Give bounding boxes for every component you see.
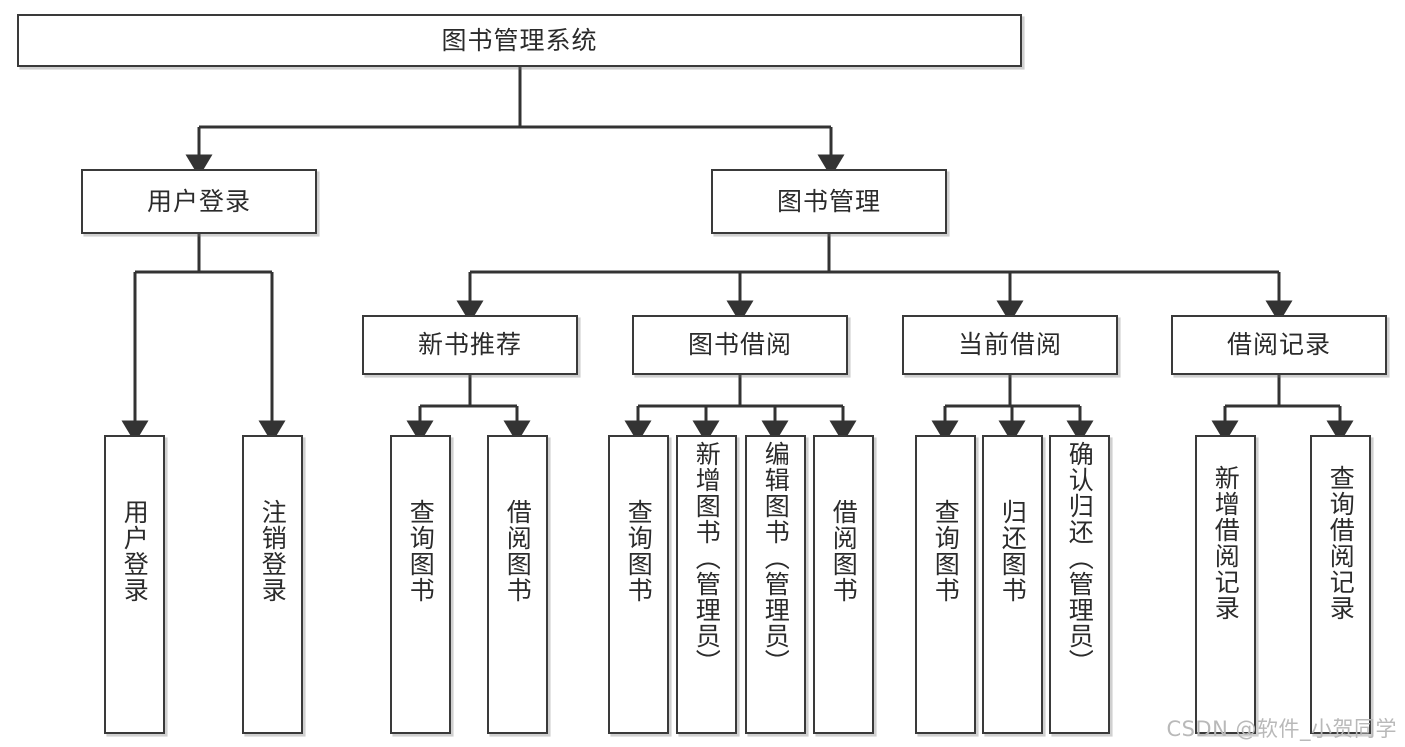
leaf-query-borrow-record[interactable]: 查询借阅记录 [1310,435,1371,734]
node-current-borrow-label: 当前借阅 [957,330,1062,360]
node-book-borrow[interactable]: 图书借阅 [632,315,848,375]
leaf-return-books[interactable]: 归还图书 [982,435,1043,734]
node-user-login[interactable]: 用户登录 [81,169,317,234]
leaf-logout-label: 注销登录 [258,499,288,603]
node-book-management-label: 图书管理 [776,186,881,216]
node-book-borrow-label: 图书借阅 [687,330,792,360]
node-new-book-recommend-label: 新书推荐 [417,330,522,360]
leaf-borrow-books-borrow-label: 借阅图书 [829,499,859,603]
leaf-edit-book-admin[interactable]: 编辑图书（管理员） [745,435,806,734]
leaf-add-borrow-record-label: 新增借阅记录 [1211,465,1241,621]
node-new-book-recommend[interactable]: 新书推荐 [362,315,578,375]
leaf-borrow-books-recommend-label: 借阅图书 [503,499,533,603]
leaf-borrow-books-recommend[interactable]: 借阅图书 [487,435,548,734]
node-root[interactable]: 图书管理系统 [17,14,1022,67]
node-user-login-label: 用户登录 [146,186,251,216]
leaf-add-book-admin-label: 新增图书（管理员） [692,441,722,675]
node-borrow-record-label: 借阅记录 [1226,330,1331,360]
leaf-query-books-current[interactable]: 查询图书 [915,435,976,734]
leaf-query-books-current-label: 查询图书 [931,499,961,603]
leaf-query-books-recommend-label: 查询图书 [406,499,436,603]
node-book-management[interactable]: 图书管理 [711,169,947,234]
leaf-query-books-borrow-label: 查询图书 [624,499,654,603]
leaf-edit-book-admin-label: 编辑图书（管理员） [761,441,791,675]
node-borrow-record[interactable]: 借阅记录 [1171,315,1387,375]
leaf-query-books-recommend[interactable]: 查询图书 [390,435,451,734]
node-root-label: 图书管理系统 [441,25,598,55]
leaf-query-books-borrow[interactable]: 查询图书 [608,435,669,734]
node-current-borrow[interactable]: 当前借阅 [902,315,1118,375]
leaf-add-borrow-record[interactable]: 新增借阅记录 [1195,435,1256,734]
leaf-user-login-label: 用户登录 [120,499,150,603]
leaf-confirm-return-admin[interactable]: 确认归还（管理员） [1049,435,1110,734]
leaf-borrow-books-borrow[interactable]: 借阅图书 [813,435,874,734]
leaf-add-book-admin[interactable]: 新增图书（管理员） [676,435,737,734]
csdn-watermark: CSDN @软件_小贺同学 [1166,717,1397,741]
leaf-logout[interactable]: 注销登录 [242,435,303,734]
leaf-query-borrow-record-label: 查询借阅记录 [1326,465,1356,621]
leaf-user-login[interactable]: 用户登录 [104,435,165,734]
leaf-confirm-return-admin-label: 确认归还（管理员） [1065,441,1095,675]
leaf-return-books-label: 归还图书 [998,499,1028,603]
